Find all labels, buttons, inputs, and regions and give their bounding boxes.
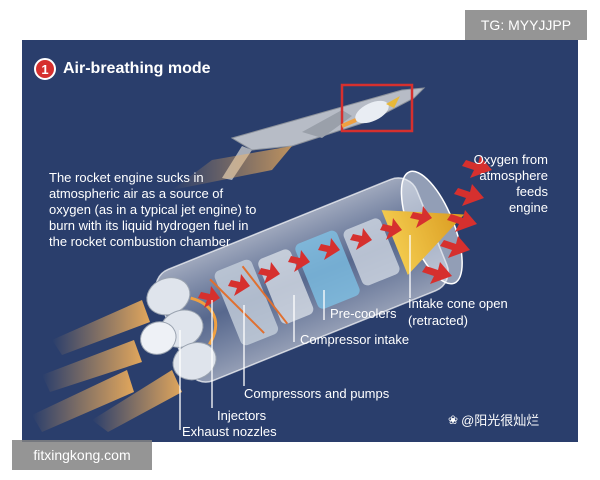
description-text: The rocket engine sucks in atmospheric a… [49, 170, 257, 249]
engine-highlight-box [340, 83, 414, 133]
watermark-site: fitxingkong.com [12, 440, 152, 470]
mini-engine [341, 96, 400, 128]
exhaust-flames [32, 300, 182, 432]
leader-lines [179, 235, 411, 430]
air-flow-arrows [198, 156, 492, 308]
engine-diagram [32, 83, 492, 432]
compressor-intake-label: Compressor intake [300, 332, 410, 347]
section-title: 1 Air-breathing mode [34, 58, 211, 80]
credit-watermark: ❀ @阳光很灿烂 [448, 412, 540, 429]
diagram-panel: 1 Air-breathing mode The rocket engine s… [22, 40, 578, 442]
oxygen-label: Oxygen from atmosphere feeds engine [473, 152, 548, 215]
watermark-tg: TG: MYYJJPP [465, 10, 587, 40]
precoolers-label: Pre-coolers [330, 306, 397, 321]
title-text: Air-breathing mode [63, 60, 211, 77]
compressors-pumps-label: Compressors and pumps [244, 386, 390, 401]
paw-icon: ❀ [448, 412, 459, 427]
intake-cone-label: Intake cone open (retracted) [408, 296, 508, 328]
exhaust-nozzles-label: Exhaust nozzles [182, 424, 277, 439]
step-number-badge: 1 [34, 58, 56, 80]
injectors-label: Injectors [217, 408, 267, 423]
